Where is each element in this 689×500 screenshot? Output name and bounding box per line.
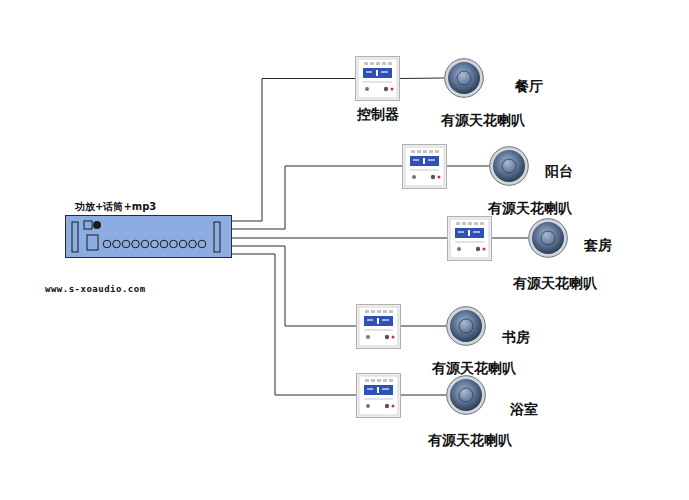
room-name: 书房 bbox=[502, 329, 530, 347]
room-name: 阳台 bbox=[545, 163, 573, 181]
signal-wire bbox=[232, 79, 355, 222]
speaker-label: 有源天花喇叭 bbox=[432, 360, 516, 378]
ceiling-speaker: 阳台有源天花喇叭 bbox=[489, 146, 529, 186]
room-name: 餐厅 bbox=[515, 78, 543, 96]
speaker-label: 有源天花喇叭 bbox=[441, 112, 525, 130]
speaker-label: 有源天花喇叭 bbox=[428, 432, 512, 450]
signal-wire bbox=[232, 254, 446, 395]
controller-panel bbox=[357, 305, 401, 349]
controller-panel bbox=[448, 217, 492, 261]
ceiling-speaker: 餐厅有源天花喇叭 bbox=[444, 58, 484, 98]
signal-wire bbox=[400, 78, 444, 80]
ceiling-speaker: 书房有源天花喇叭 bbox=[446, 306, 486, 346]
speaker-label: 有源天花喇叭 bbox=[513, 275, 597, 293]
amplifier-box: 功放+话筒+mp3 bbox=[65, 215, 232, 258]
ceiling-speaker: 套房有源天花喇叭 bbox=[528, 218, 568, 258]
controller-panel: 控制器 bbox=[355, 56, 400, 101]
website-label: www.s-xoaudio.com bbox=[45, 284, 146, 294]
controller-panel bbox=[403, 145, 447, 189]
room-name: 套房 bbox=[584, 237, 612, 255]
amplifier-panel bbox=[66, 216, 233, 259]
controller-panel bbox=[357, 374, 401, 418]
signal-wire bbox=[232, 246, 446, 326]
device-title: 功放+话筒+mp3 bbox=[75, 200, 156, 214]
ceiling-speaker: 浴室有源天花喇叭 bbox=[446, 375, 486, 415]
speaker-label: 有源天花喇叭 bbox=[488, 200, 572, 218]
room-name: 浴室 bbox=[510, 401, 538, 419]
controller-label: 控制器 bbox=[357, 106, 399, 124]
